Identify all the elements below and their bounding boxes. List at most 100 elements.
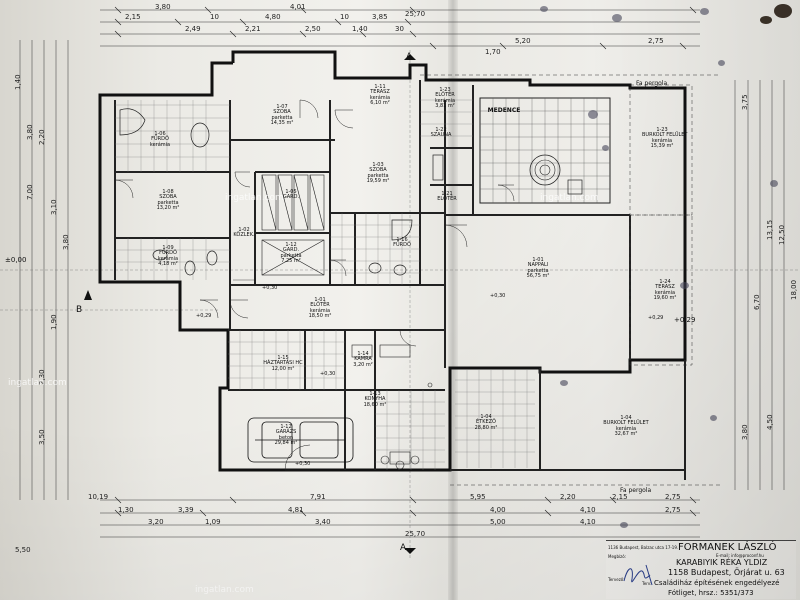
pergola-label-bottom: Fa pergola (620, 487, 652, 494)
dim-top-12: 1,40 (352, 25, 368, 33)
room-label: 1-11 TERASZ kerámia 6,10 m² (369, 84, 391, 106)
parcel-number: Fótliget, hrsz.: 5351/373 (668, 589, 754, 597)
watermark-text: ingatlan.com (195, 585, 254, 595)
dim-bottom-left: 5,50 (15, 546, 31, 554)
spot-level: +0,30 (262, 285, 278, 291)
room-label: 1-02 KÖZLEK. (233, 227, 255, 239)
dim-bottom-15: 3,40 (315, 518, 331, 526)
paper-fold (448, 0, 458, 600)
client-label: Megbízó: (608, 554, 626, 559)
watermark-text: ingatlan.com (225, 193, 284, 203)
dim-bottom-17: 4,10 (580, 518, 596, 526)
dim-bottom-total: 25,70 (405, 530, 426, 538)
watermark-text: ingatlan.com (8, 378, 67, 388)
dim-left-4: 7,00 (26, 184, 34, 200)
room-label: 1-14 KAMRA 3,20 m² (353, 351, 373, 368)
room-label: 1-13 KONYHA 18,60 m² (363, 391, 387, 408)
room-label: 1-22 SZAUNA (430, 127, 452, 139)
dim-left-2: 3,80 (26, 124, 34, 140)
ink-spot (774, 4, 792, 18)
dim-bottom-11: 4,10 (580, 506, 596, 514)
room-label: 1-07 SZOBA parketta 14,35 m² (270, 104, 294, 126)
company-address: 1136 Budapest, Balzac utca 17-19. (608, 545, 679, 550)
dim-top-2: 4,01 (290, 3, 306, 11)
dim-left-6: 1,90 (50, 314, 58, 330)
spot-level: +0,30 (320, 371, 336, 377)
room-label: 1-04 BURKOLT FELÜLET kerámia 32,67 m² (603, 415, 649, 437)
section-mark-b: B (76, 305, 83, 315)
dim-bottom-9: 4,81 (288, 506, 304, 514)
ink-spot (602, 145, 609, 151)
dim-top-6: 4,80 (265, 13, 281, 21)
room-label: 1-23 BURKOLT FELÜLET kerámia 15,39 m² (642, 127, 688, 149)
room-label: 1-05 GARD. (282, 189, 300, 201)
dim-right-7: 12,50 (778, 224, 786, 245)
dim-top-11: 2,50 (305, 25, 321, 33)
dim-left-1: 1,40 (14, 74, 22, 90)
dim-left-5: 3,10 (50, 199, 58, 215)
dim-top-15: 2,75 (648, 37, 664, 45)
dim-right-3: 6,70 (753, 294, 761, 310)
dim-right-4: 18,00 (790, 279, 798, 300)
dim-top-1: 3,80 (155, 3, 171, 11)
dim-top-7: 10 (340, 13, 349, 21)
client-address: 1158 Budapest, Örjárat u. 63 (668, 568, 785, 577)
dim-left-9: 3,80 (62, 234, 70, 250)
ink-spot (770, 180, 778, 187)
level-left: ±0,00 (5, 256, 27, 264)
room-label: 1-06 FÜRDŐ kerámia (149, 131, 171, 148)
dim-top-13: 30 (395, 25, 404, 33)
pergola-label-top: Fa pergola (636, 80, 668, 87)
dim-right-5: 3,80 (741, 424, 749, 440)
client-name: KARABIYIK RÉKA YLDIZ (676, 558, 768, 567)
company-email: E-mail: info@proconf.hu (716, 553, 764, 558)
room-label: 1-09 FÜRDŐ kerámia 4,18 m² (157, 245, 179, 267)
ink-spot (700, 8, 709, 15)
project-label: Terv: (642, 581, 652, 586)
room-label: 1-24 TERASZ kerámia 19,60 m² (653, 279, 677, 301)
ink-spot (540, 6, 548, 12)
dim-bottom-10: 4,00 (490, 506, 506, 514)
spot-level: +0,30 (295, 461, 311, 467)
room-label: 1-15 HÁZTARTÁSI HC 12,00 m² (263, 355, 303, 372)
room-label: 1-16 FÜRDŐ (393, 237, 411, 249)
ink-spot (680, 282, 689, 289)
dim-right-6: 4,50 (766, 414, 774, 430)
room-label: 1-12 GARD. parketta 7,25 m² (280, 242, 302, 264)
designer-label: Tervező: (608, 577, 625, 582)
spot-level: +0,29 (648, 315, 664, 321)
dim-top-8: 3,85 (372, 13, 388, 21)
room-label: 1-04 ÉTKEZŐ 28,80 m² (474, 414, 498, 431)
ink-spot (760, 16, 772, 24)
dim-bottom-4: 2,20 (560, 493, 576, 501)
room-label: 1-08 SZOBA parketta 13,20 m² (156, 189, 180, 211)
ink-spot (710, 415, 717, 421)
room-label: 1-01 NAPPALI parketta 56,75 m² (526, 257, 550, 279)
dim-top-9: 2,49 (185, 25, 201, 33)
car-outline (247, 417, 354, 463)
dim-bottom-7: 1,30 (118, 506, 134, 514)
dim-bottom-8: 3,39 (178, 506, 194, 514)
dim-bottom-3: 5,95 (470, 493, 486, 501)
dim-right-1: 3,75 (741, 94, 749, 110)
room-label: MEDENCE (487, 107, 521, 114)
level-right: +0,29 (674, 316, 696, 324)
dim-top-4: 2,15 (125, 13, 141, 21)
section-mark-a-bottom: A (400, 543, 407, 553)
dim-top-14: 5,20 (515, 37, 531, 45)
dim-left-8: 3,50 (38, 429, 46, 445)
dim-bottom-14: 1,09 (205, 518, 221, 526)
ink-spot (620, 522, 628, 528)
ink-spot (718, 60, 725, 66)
dim-left-3: 2,20 (38, 129, 46, 145)
dim-top-10: 2,21 (245, 25, 261, 33)
spot-level: +0,29 (196, 313, 212, 319)
room-label: 1-01 ELŐTÉR kerámia 18,50 m² (308, 297, 332, 319)
room-label: 1-03 SZOBA parketta 19,59 m² (366, 162, 390, 184)
project-name: Családiház építésének engedélyezé (654, 579, 780, 587)
dim-top-16: 1,70 (485, 48, 501, 56)
dim-top-3: 25,70 (405, 10, 426, 18)
dim-bottom-2: 7,91 (310, 493, 326, 501)
